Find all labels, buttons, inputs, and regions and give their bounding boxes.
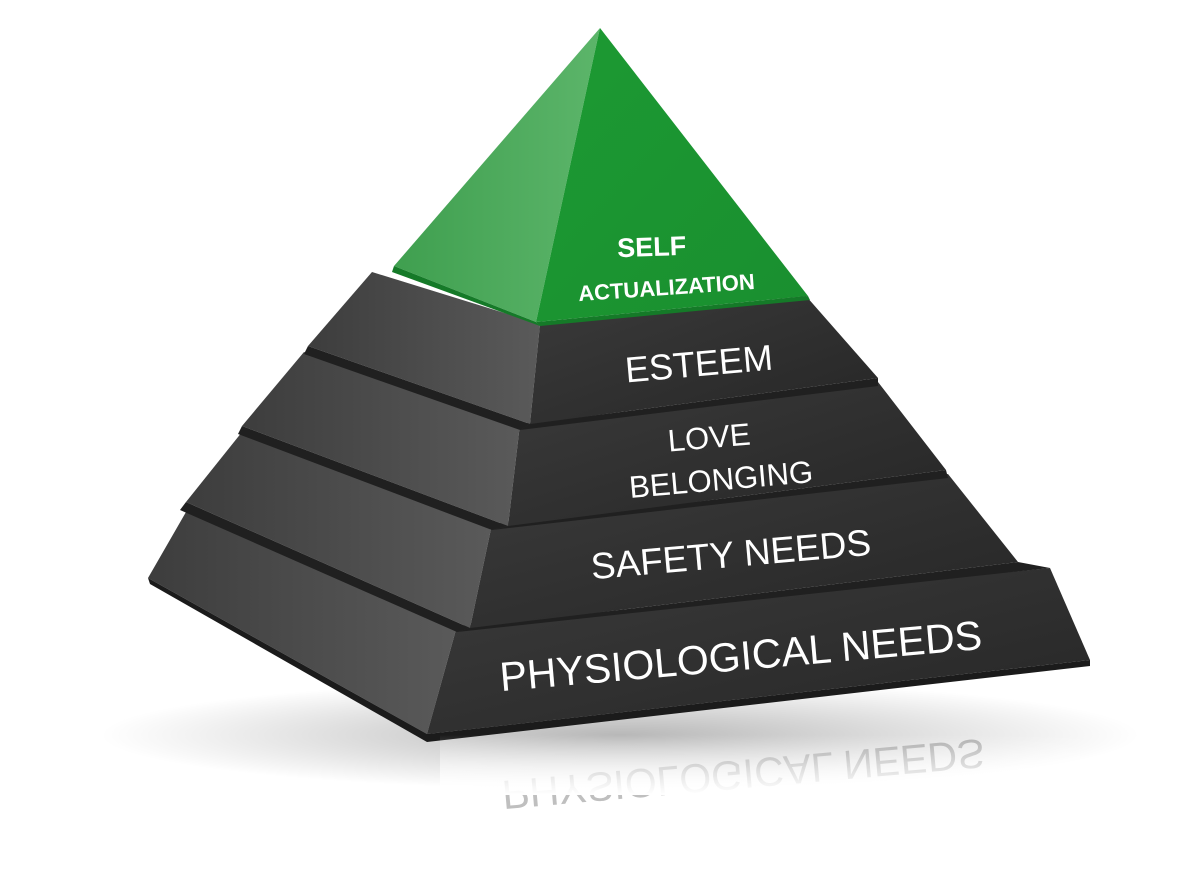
tier-esteem-left-face bbox=[308, 272, 540, 424]
tier-safety bbox=[180, 432, 1050, 632]
tier-safety-left-face bbox=[186, 432, 492, 628]
tier-esteem bbox=[304, 272, 878, 430]
label-self: SELF bbox=[617, 231, 687, 263]
tier-physiological-bottom-edge bbox=[427, 660, 1090, 742]
tier-love-left-face bbox=[242, 352, 520, 526]
tier-esteem-front-face bbox=[530, 296, 878, 424]
tier-physiological-left-face bbox=[148, 512, 457, 734]
tier-self-front-face bbox=[536, 28, 808, 322]
tier-self-left-face bbox=[394, 28, 600, 322]
tier-love-belonging bbox=[238, 352, 948, 530]
tier-physiological bbox=[148, 512, 1090, 742]
tier-physiological-front-face bbox=[427, 568, 1090, 734]
tier-self-actualization bbox=[392, 28, 810, 326]
reflection: PHYSIOLOGICAL NEEDS bbox=[440, 730, 1080, 818]
label-love: LOVE bbox=[666, 417, 751, 459]
